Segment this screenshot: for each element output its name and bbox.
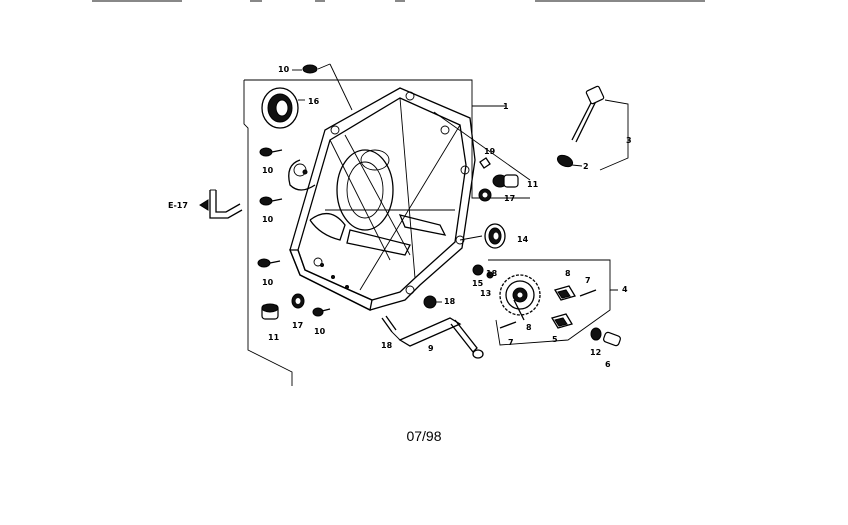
- label-p5: 5: [552, 335, 558, 344]
- label-p10-left-lower: 10: [262, 278, 274, 287]
- label-p17-lower: 17: [292, 321, 303, 330]
- header-remnant: [92, 0, 705, 2]
- label-p18-bottom: 18: [381, 341, 393, 350]
- bolt-10-left-mid: [259, 196, 283, 206]
- lever-9: [391, 317, 484, 359]
- plug-11-lower: [261, 303, 279, 320]
- label-p13: 13: [480, 289, 491, 298]
- label-p7-a: 7: [585, 276, 591, 285]
- fitting-13: [486, 271, 494, 279]
- part-labels: 10 16 1 3 2 19 11 17 14 10 10 10 E-17 11…: [168, 65, 632, 369]
- label-p15: 15: [472, 279, 484, 288]
- date-code: 07/98: [406, 428, 442, 444]
- label-p3: 3: [626, 136, 632, 145]
- washer-17-lower: [291, 293, 305, 309]
- label-p19: 19: [484, 147, 496, 156]
- bolt-10-left-lower: [257, 258, 281, 268]
- label-p10-bottom: 10: [314, 327, 326, 336]
- bolt-10-bottom: [312, 307, 331, 317]
- label-p11-right: 11: [527, 180, 539, 189]
- label-p10-left-mid: 10: [262, 215, 274, 224]
- label-p17-right: 17: [504, 194, 515, 203]
- label-p10-left-upper: 10: [262, 166, 274, 175]
- label-p6: 6: [605, 360, 611, 369]
- governor-assembly-4: [488, 259, 621, 347]
- label-p9: 9: [428, 344, 434, 353]
- label-p16: 16: [308, 97, 320, 106]
- fitting-18-bottom: [381, 315, 397, 333]
- label-p4: 4: [622, 285, 628, 294]
- bolt-10-top: [292, 63, 353, 111]
- bolt-10-left-upper: [259, 147, 283, 157]
- label-p18-center: 18: [444, 297, 456, 306]
- label-p8-a: 8: [565, 269, 571, 278]
- label-ref-e17: E-17: [168, 201, 188, 210]
- leader-lines: [433, 111, 531, 241]
- breather-tube-e17: [199, 189, 243, 219]
- fitting-18-center: [423, 295, 442, 309]
- dipstick-3: [571, 85, 629, 171]
- label-p10-top: 10: [278, 65, 290, 74]
- label-p12: 12: [590, 348, 601, 357]
- label-p18-right: 18: [486, 269, 498, 278]
- label-p2: 2: [583, 162, 589, 171]
- oil-seal-16: [261, 87, 305, 129]
- label-p11-lower: 11: [268, 333, 280, 342]
- label-p1: 1: [503, 102, 509, 111]
- label-p7-b: 7: [508, 338, 514, 347]
- clip-19: [479, 157, 491, 169]
- crankcase-housing: [288, 87, 476, 311]
- label-p14: 14: [517, 235, 529, 244]
- washer-17-right: [478, 188, 492, 202]
- fitting-15: [472, 264, 484, 276]
- oring-2: [556, 154, 583, 168]
- bearing-14: [484, 223, 506, 249]
- label-p8-b: 8: [526, 323, 532, 332]
- plug-11-right: [492, 174, 519, 188]
